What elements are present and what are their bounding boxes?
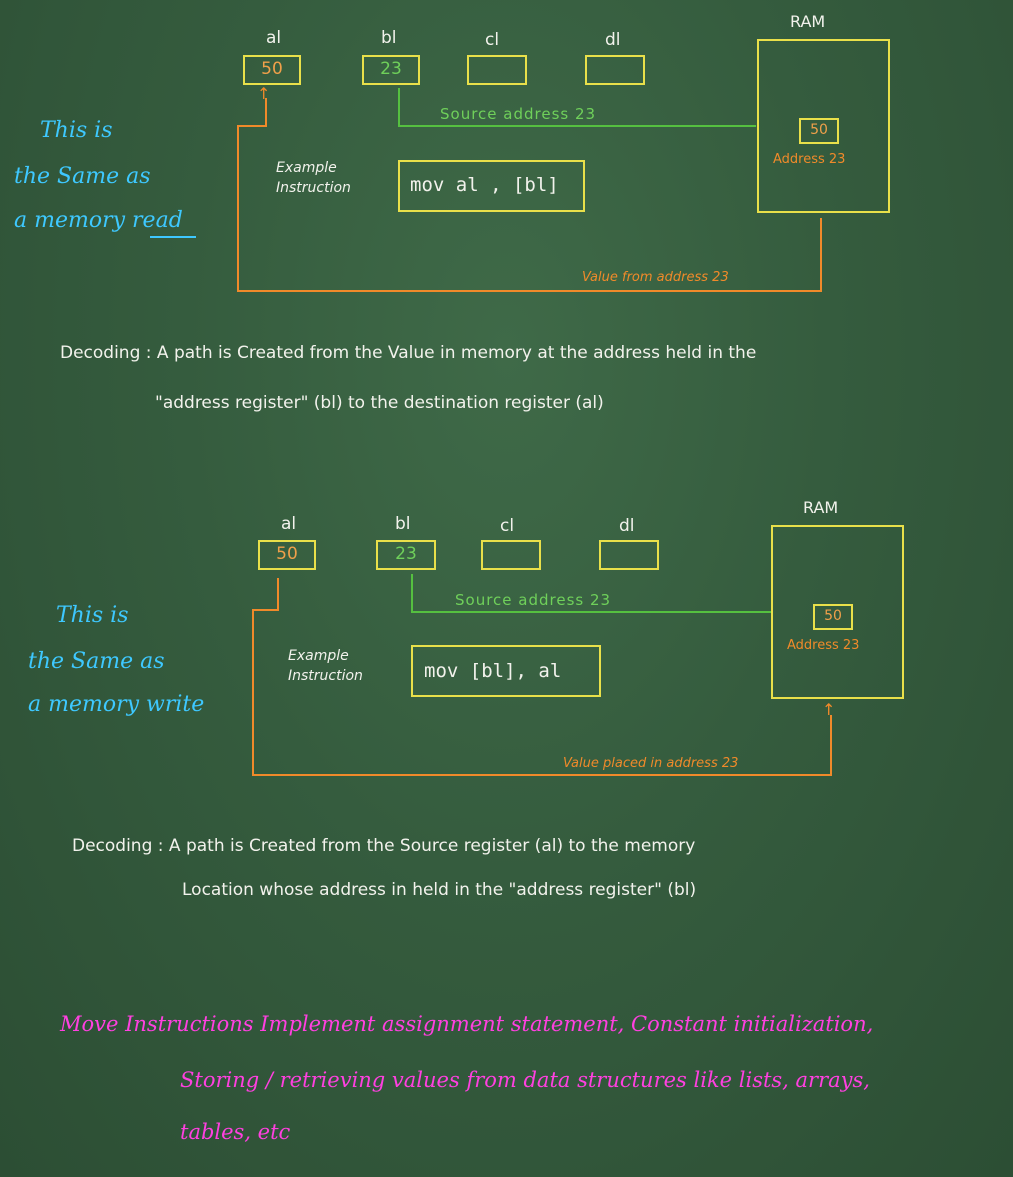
ram-address-label: Address 23: [787, 638, 860, 653]
register-name-al: al: [281, 514, 297, 534]
decoding-text-line-1: Decoding : A path is Created from the So…: [72, 836, 696, 856]
register-value-al: 50: [276, 544, 298, 564]
ram-label: RAM: [803, 498, 839, 517]
register-name-dl: dl: [619, 516, 635, 536]
path-bottom: [237, 290, 822, 292]
path-al-down: [277, 578, 279, 610]
source-line-vertical: [398, 88, 400, 126]
register-value-bl: 23: [380, 59, 402, 79]
register-value-al: 50: [261, 59, 283, 79]
read-underline: [150, 236, 196, 238]
path-right: [830, 715, 832, 776]
register-box-bl: [362, 55, 420, 85]
arrow-up-icon: ↑: [257, 84, 271, 103]
ram-cell-value: 50: [810, 122, 828, 138]
register-box-al: [258, 540, 316, 570]
instruction-label: Instruction: [288, 668, 363, 684]
path-left: [237, 125, 239, 292]
ram-address-label: Address 23: [773, 152, 846, 167]
register-name-bl: bl: [395, 514, 411, 534]
side-note-line-3: a memory write: [28, 692, 205, 717]
register-box-cl: [481, 540, 541, 570]
register-name-cl: cl: [485, 30, 500, 50]
instruction-box: [411, 645, 601, 697]
value-placed-label: Value placed in address 23: [563, 756, 739, 771]
register-box-cl: [467, 55, 527, 85]
side-note-line-2: the Same as: [14, 164, 151, 189]
ram-cell: [799, 118, 839, 144]
register-box-bl: [376, 540, 436, 570]
register-name-bl: bl: [381, 28, 397, 48]
instruction-label: Instruction: [276, 180, 351, 196]
path-top-left: [252, 609, 279, 611]
decoding-text-line-2: "address register" (bl) to the destinati…: [155, 393, 604, 413]
source-line-horizontal: [411, 611, 771, 613]
register-name-cl: cl: [500, 516, 515, 536]
side-note-line-1: This is: [56, 603, 129, 628]
side-note-line-2: the Same as: [28, 649, 165, 674]
path-right: [820, 218, 822, 292]
example-label: Example: [276, 160, 337, 176]
ram-box: [771, 525, 904, 699]
arrow-into-al-shaft: [265, 98, 267, 126]
path-left: [252, 609, 254, 776]
source-address-label: Source address 23: [440, 105, 597, 123]
instruction-text: mov al , [bl]: [410, 174, 559, 196]
path-bottom: [252, 774, 832, 776]
source-line-vertical: [411, 574, 413, 612]
register-box-dl: [585, 55, 645, 85]
register-box-dl: [599, 540, 659, 570]
path-top-left: [237, 125, 267, 127]
source-line-horizontal: [398, 125, 756, 127]
ram-cell: [813, 604, 853, 630]
example-label: Example: [288, 648, 349, 664]
value-from-address-label: Value from address 23: [582, 270, 729, 285]
summary-line-1: Move Instructions Implement assignment s…: [60, 1012, 874, 1036]
side-note-line-1: This is: [40, 118, 113, 143]
arrow-up-icon: ↑: [822, 700, 836, 719]
summary-line-3: tables, etc: [180, 1120, 291, 1144]
instruction-box: [398, 160, 585, 212]
instruction-text: mov [bl], al: [424, 660, 562, 682]
register-value-bl: 23: [395, 544, 417, 564]
source-address-label: Source address 23: [455, 591, 612, 609]
register-name-dl: dl: [605, 30, 621, 50]
side-note-line-3: a memory read: [14, 208, 183, 233]
summary-line-2: Storing / retrieving values from data st…: [180, 1068, 870, 1092]
ram-box: [757, 39, 890, 213]
ram-label: RAM: [790, 12, 826, 31]
ram-cell-value: 50: [824, 608, 842, 624]
decoding-text-line-1: Decoding : A path is Created from the Va…: [60, 343, 757, 363]
decoding-text-line-2: Location whose address in held in the "a…: [182, 880, 697, 900]
register-box-al: [243, 55, 301, 85]
register-name-al: al: [266, 28, 282, 48]
